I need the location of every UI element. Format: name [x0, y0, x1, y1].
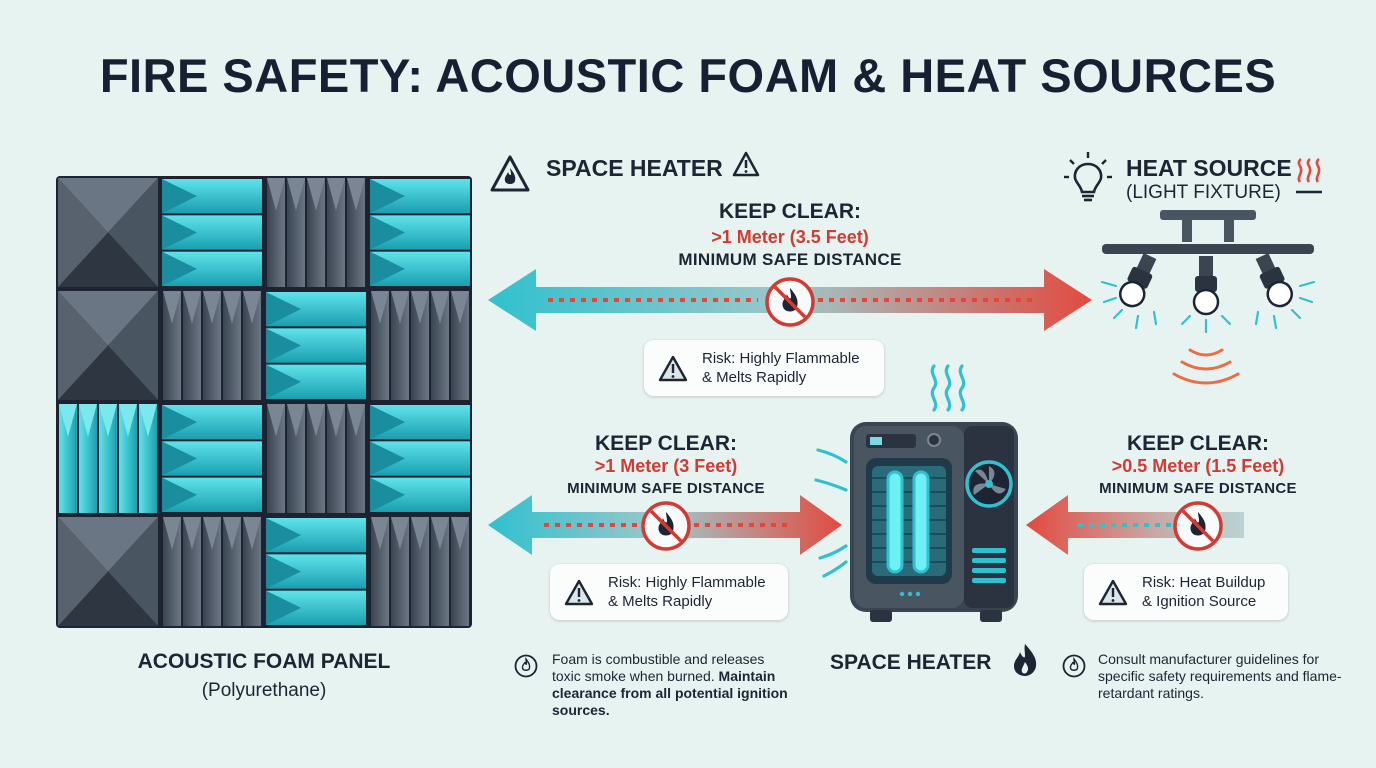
top-minimum: MINIMUM SAFE DISTANCE [678, 250, 902, 269]
foam-tile [266, 518, 366, 625]
top-risk-text: Risk: Highly Flammable & Melts Rapidly [702, 350, 860, 386]
right-risk-box: Risk: Heat Buildup & Ignition Source [1084, 564, 1288, 620]
left-note-text: Foam is combustible and releases toxic s… [552, 651, 765, 684]
heat-waves-icon [1296, 157, 1322, 194]
top-risk-box: Risk: Highly Flammable & Melts Rapidly [644, 340, 884, 396]
foam-panel-sublabel: (Polyurethane) [201, 680, 327, 701]
no-fire-icon [1173, 501, 1223, 551]
foam-tile [371, 517, 469, 626]
left-risk-text: Risk: Highly Flammable & Melts Rapidly [608, 574, 766, 610]
info-flame-icon [514, 654, 538, 678]
ceiling-light-fixture [1100, 210, 1316, 385]
foam-tile [58, 291, 158, 400]
right-risk-text: Risk: Heat Buildup & Ignition Source [1142, 574, 1266, 610]
light-fixture-subheading: (LIGHT FIXTURE) [1126, 182, 1281, 203]
info-flame-icon [1062, 654, 1086, 678]
foam-tile [163, 291, 261, 400]
foam-tile [162, 405, 262, 512]
top-heading: SPACE HEATER [546, 155, 723, 181]
left-note-bold: Maintain clearance from all potential ig… [552, 668, 788, 718]
left-note: Foam is combustible and releases toxic s… [552, 651, 792, 719]
left-keep-clear: KEEP CLEAR: [595, 432, 737, 455]
foam-tile [371, 291, 469, 400]
no-fire-icon [641, 501, 691, 551]
right-note: Consult manufacturer guidelines for spec… [1098, 651, 1342, 701]
fire-warning-icon [490, 155, 530, 192]
acoustic-foam-panel [56, 176, 472, 628]
warning-icon [564, 579, 594, 605]
top-keep-clear: KEEP CLEAR: [719, 200, 861, 223]
flame-icon [1014, 644, 1037, 676]
light-fixture-heading: HEAT SOURCE [1126, 155, 1292, 181]
page-title: FIRE SAFETY: ACOUSTIC FOAM & HEAT SOURCE… [99, 49, 1277, 102]
foam-panel-label: ACOUSTIC FOAM PANEL [137, 650, 391, 673]
no-fire-icon [765, 277, 815, 327]
right-distance: >0.5 Meter (1.5 Feet) [1111, 456, 1285, 476]
foam-tile [266, 292, 366, 399]
foam-tile [58, 517, 158, 626]
foam-tile [162, 179, 262, 286]
foam-tile [267, 404, 365, 513]
foam-tile [59, 404, 157, 513]
space-heater [814, 364, 1018, 622]
heater-label: SPACE HEATER [830, 651, 992, 674]
foam-tile [267, 178, 365, 287]
right-arrow [1026, 495, 1244, 555]
top-distance: >1 Meter (3.5 Feet) [711, 227, 869, 247]
left-distance: >1 Meter (3 Feet) [594, 456, 738, 476]
warning-icon [732, 151, 760, 177]
right-keep-clear: KEEP CLEAR: [1127, 432, 1269, 455]
foam-tile [163, 517, 261, 626]
left-minimum: MINIMUM SAFE DISTANCE [567, 480, 765, 497]
warning-icon [1098, 579, 1128, 605]
foam-tile [370, 405, 470, 512]
foam-tile [370, 179, 470, 286]
foam-tile [58, 178, 158, 287]
right-minimum: MINIMUM SAFE DISTANCE [1099, 480, 1297, 497]
warning-icon [658, 355, 688, 381]
left-risk-box: Risk: Highly Flammable & Melts Rapidly [550, 564, 788, 620]
light-bulb-icon [1064, 152, 1112, 202]
